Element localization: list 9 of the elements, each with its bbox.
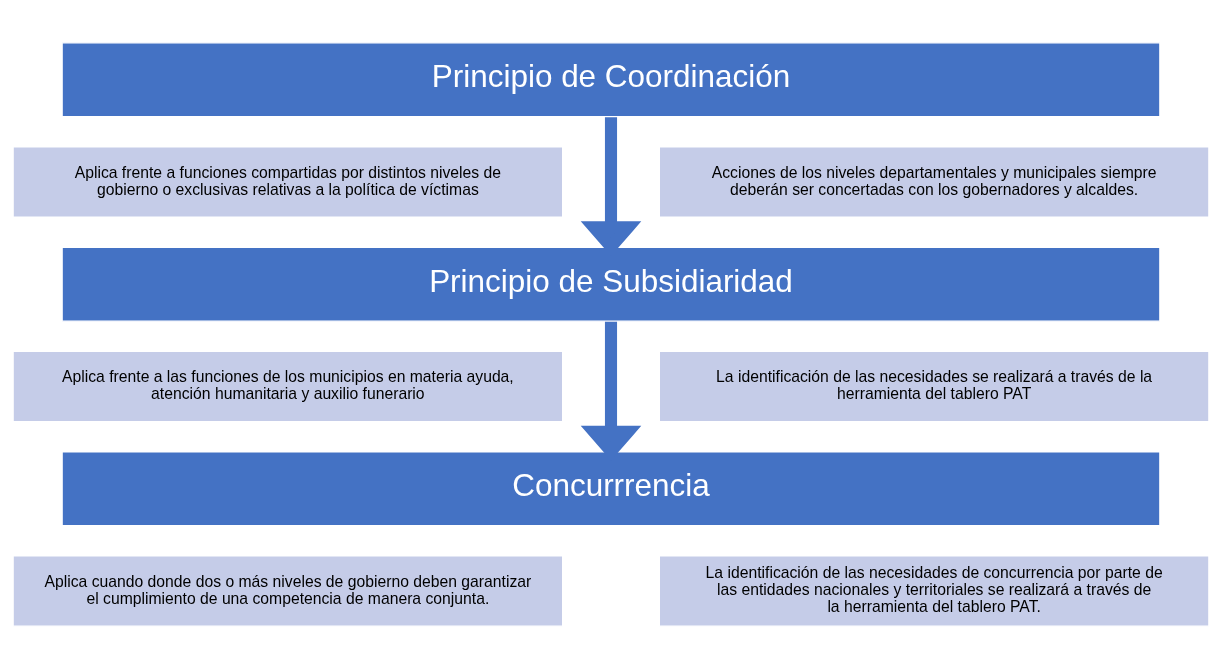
node-box: Acciones de los niveles departamentales y municipales siempre deberán ser concertadas con los gobernadores y alcaldes. bbox=[658, 145, 1210, 218]
node-box: Aplica frente a las funciones de los municipios en materia ayuda, atención humanitaria y auxilio funerario bbox=[12, 350, 564, 422]
node-box: La identificación de las necesidades se realizará a través de la herramienta del tablero PAT bbox=[658, 350, 1210, 422]
node-box: Aplica cuando donde dos o más niveles de gobierno deben garantizar el cumplimiento de una competencia de manera conjunta. bbox=[12, 554, 564, 627]
node-box: Principio de Subsidiaridad bbox=[61, 246, 1161, 322]
node-box: Concurrrencia bbox=[61, 450, 1161, 526]
node-box: Principio de Coordinación bbox=[61, 41, 1161, 117]
node-box: Aplica frente a funciones compartidas por distintos niveles de gobierno o exclusivas relativas a la política de víctimas bbox=[12, 145, 564, 218]
node-box: La identificación de las necesidades de concurrencia por parte de las entidades nacionales y territoriales se realizará a través de la herramienta del tablero PAT. bbox=[658, 554, 1210, 627]
